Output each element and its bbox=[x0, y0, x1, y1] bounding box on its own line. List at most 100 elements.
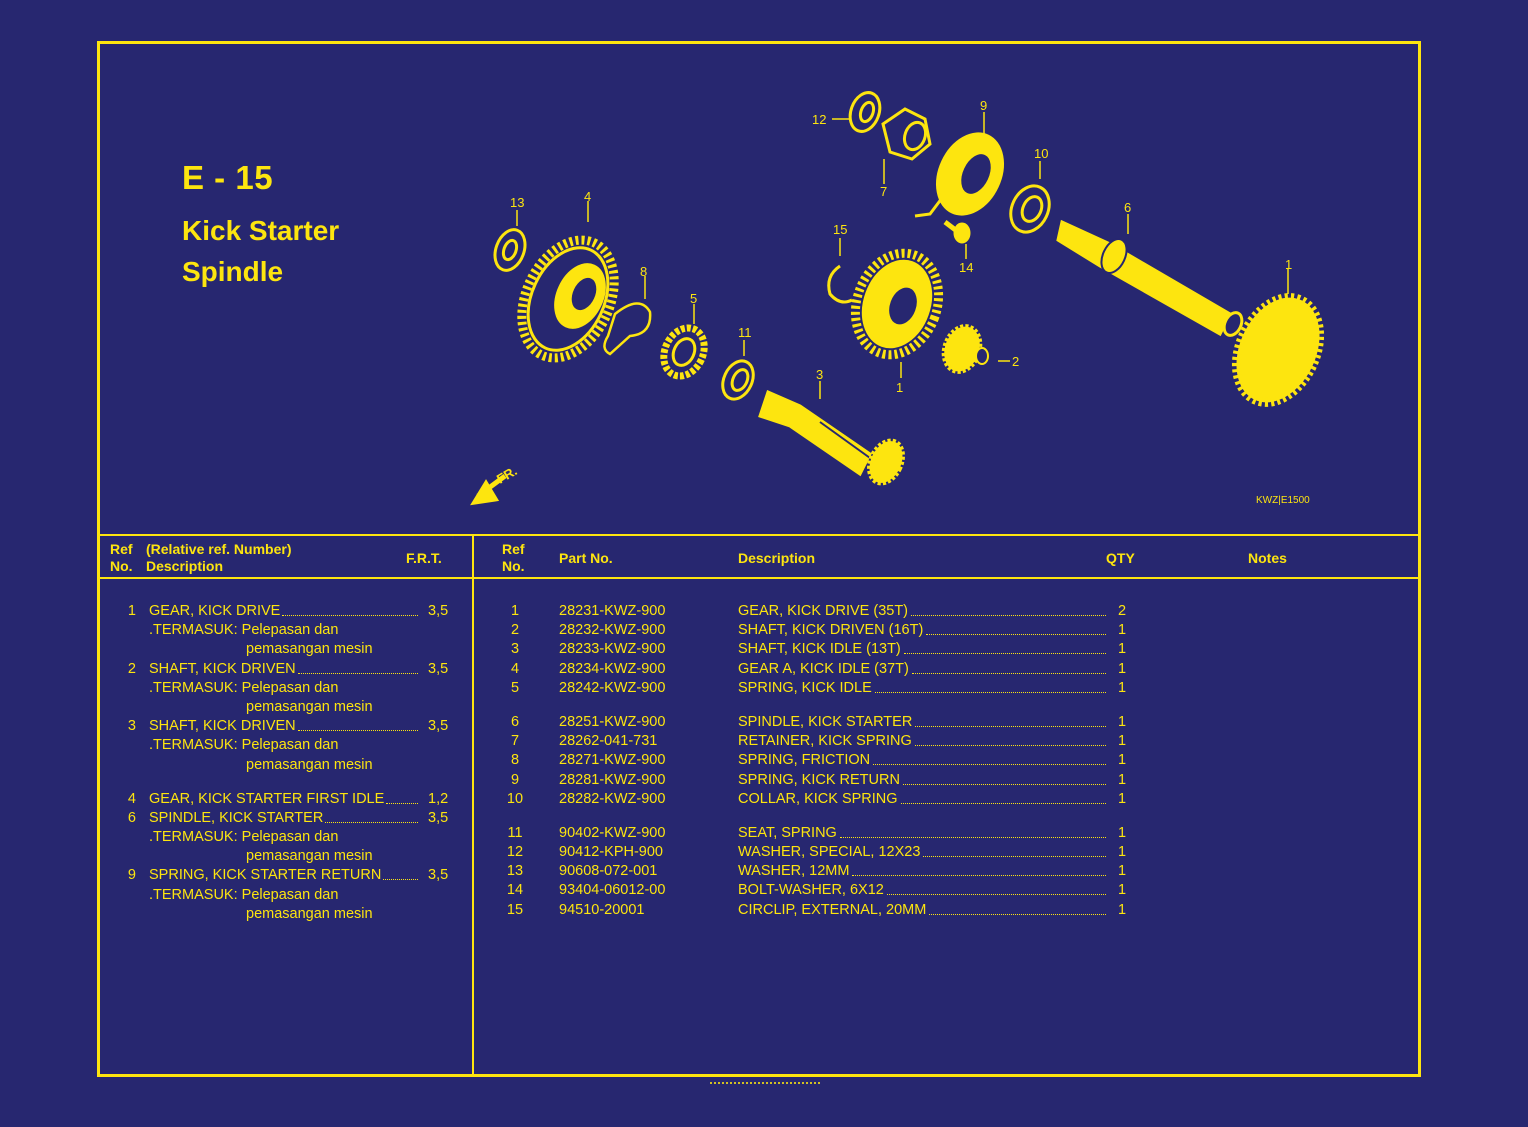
frt-value: 3,5 bbox=[428, 867, 449, 884]
seat-spring-11-part bbox=[721, 359, 755, 401]
frt-includes-note-cont: pemasangan mesin bbox=[246, 756, 373, 773]
part-ref-number: 7 bbox=[510, 733, 520, 750]
part-number: 28242-KWZ-900 bbox=[559, 679, 666, 696]
part-qty: 1 bbox=[1118, 622, 1127, 639]
frt-header-description: (Relative ref. Number) Description bbox=[146, 541, 292, 574]
group-gap bbox=[472, 809, 1422, 824]
row-gap bbox=[100, 775, 472, 790]
part-qty: 1 bbox=[1118, 733, 1127, 750]
part-ref-number: 5 bbox=[510, 679, 520, 696]
dot-leader bbox=[383, 879, 418, 881]
dot-leader bbox=[929, 913, 1106, 915]
washer-13-part bbox=[493, 228, 527, 272]
part-number: 28234-KWZ-900 bbox=[559, 660, 666, 677]
frt-value: 1,2 bbox=[428, 790, 449, 807]
part-description: WASHER, 12MM bbox=[738, 863, 850, 880]
part-description: SPRING, KICK IDLE bbox=[738, 679, 872, 696]
frt-row: pemasangan mesin bbox=[100, 847, 472, 866]
group-gap bbox=[472, 698, 1422, 713]
dot-leader bbox=[901, 802, 1106, 804]
washer-special-12-part bbox=[848, 91, 882, 133]
dot-leader bbox=[915, 725, 1106, 727]
frt-includes-note: .TERMASUK: Pelepasan dan bbox=[149, 829, 339, 846]
callout-15: 15 bbox=[833, 222, 847, 237]
callout-3: 3 bbox=[816, 367, 823, 382]
frt-row: .TERMASUK: Pelepasan dan bbox=[100, 736, 472, 755]
frt-value: 3,5 bbox=[428, 809, 449, 826]
callout-8: 8 bbox=[640, 264, 647, 279]
callout-4: 4 bbox=[584, 189, 591, 204]
spindle-kick-starter-6-part bbox=[1056, 219, 1244, 337]
part-description: GEAR, KICK DRIVE (35T) bbox=[738, 603, 909, 619]
part-ref-number: 13 bbox=[506, 863, 524, 880]
frt-row: pemasangan mesin bbox=[100, 640, 472, 659]
circlip-15-part bbox=[827, 264, 853, 304]
table-top-divider bbox=[100, 534, 1418, 536]
frt-ref-number: 1 bbox=[127, 603, 136, 619]
table-column-divider bbox=[472, 534, 474, 1074]
part-ref-number: 4 bbox=[510, 660, 520, 677]
frt-ref-number: 6 bbox=[127, 809, 136, 826]
part-number: 28233-KWZ-900 bbox=[559, 641, 666, 658]
part-number: 90402-KWZ-900 bbox=[559, 824, 666, 841]
gear-4-part bbox=[517, 235, 619, 363]
callout-6: 6 bbox=[1124, 200, 1131, 215]
callout-2: 2 bbox=[1012, 354, 1019, 369]
dot-leader bbox=[926, 634, 1106, 636]
part-description: SPRING, FRICTION bbox=[738, 752, 871, 769]
callout-5: 5 bbox=[690, 291, 697, 306]
table-header-divider bbox=[100, 577, 1418, 579]
callout-7: 7 bbox=[880, 184, 887, 199]
frt-description: SPRING, KICK STARTER RETURN bbox=[149, 867, 382, 884]
part-qty: 1 bbox=[1118, 660, 1127, 677]
frt-ref-number: 4 bbox=[127, 790, 136, 807]
part-ref-number: 12 bbox=[506, 844, 524, 861]
dot-leader bbox=[282, 615, 418, 616]
part-qty: 1 bbox=[1118, 713, 1127, 730]
part-qty: 1 bbox=[1118, 771, 1127, 788]
diagram-code: KWZ|E1500 bbox=[1256, 495, 1310, 506]
shaft-kick-idle-3-part bbox=[758, 389, 905, 486]
frt-includes-note-cont: pemasangan mesin bbox=[246, 698, 373, 715]
part-qty: 2 bbox=[1118, 603, 1127, 619]
part-ref-number: 15 bbox=[506, 901, 524, 918]
part-number: 93404-06012-00 bbox=[559, 882, 666, 899]
bolt-washer-14-part bbox=[943, 220, 971, 244]
part-description: SHAFT, KICK DRIVEN (16T) bbox=[738, 622, 924, 639]
part-ref-number: 8 bbox=[510, 752, 520, 769]
part-number: 28262-041-731 bbox=[559, 733, 658, 750]
dot-leader bbox=[875, 691, 1106, 693]
exploded-parts-diagram: 12 7 9 10 6 14 15 13 4 8 5 11 3 1 2 1 FR… bbox=[470, 91, 1325, 506]
dot-leader bbox=[915, 745, 1106, 747]
dot-leader bbox=[887, 894, 1106, 896]
frt-includes-note-cont: pemasangan mesin bbox=[246, 905, 373, 922]
callout-9: 9 bbox=[980, 98, 987, 113]
part-description: SPINDLE, KICK STARTER bbox=[738, 713, 913, 730]
frt-includes-note: .TERMASUK: Pelepasan dan bbox=[149, 679, 339, 696]
callout-13: 13 bbox=[510, 195, 524, 210]
part-ref-number: 14 bbox=[506, 882, 524, 899]
shaft-kick-driven-2-part bbox=[941, 324, 989, 374]
gear-kick-drive-1b-part bbox=[1231, 293, 1325, 407]
frt-includes-note: .TERMASUK: Pelepasan dan bbox=[149, 737, 339, 754]
collar-kick-spring-10-part bbox=[1009, 184, 1051, 234]
part-number: 90412-KPH-900 bbox=[559, 844, 663, 861]
retainer-kick-spring-7-part bbox=[881, 107, 932, 161]
frt-header-frt: F.R.T. bbox=[406, 550, 442, 566]
frt-ref-number: 3 bbox=[127, 718, 136, 735]
frt-row: .TERMASUK: Pelepasan dan bbox=[100, 828, 472, 847]
